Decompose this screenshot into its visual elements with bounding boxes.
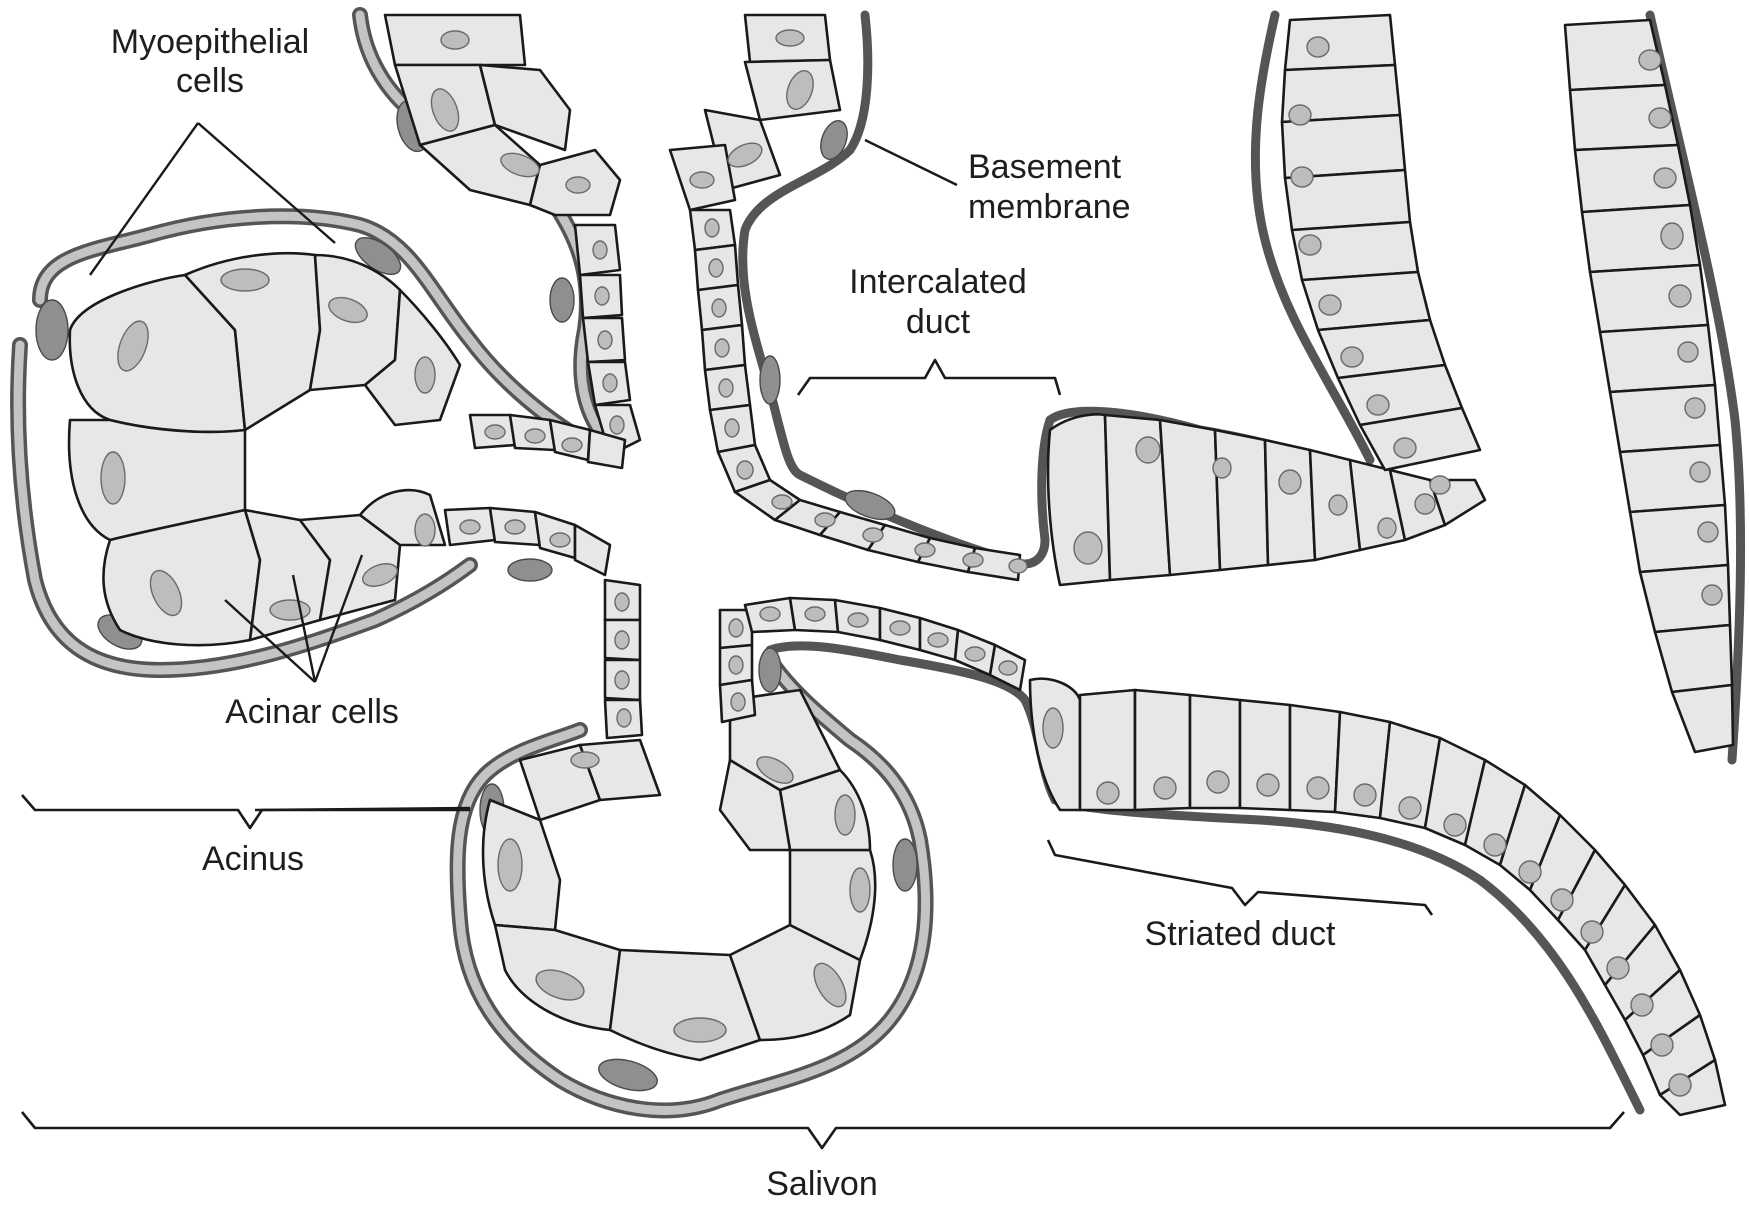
acinus-brace bbox=[22, 795, 470, 828]
label-myoepithelial-line2: cells bbox=[176, 62, 244, 100]
label-basement-line1: Basement bbox=[968, 148, 1122, 186]
left-acinus bbox=[69, 253, 460, 645]
striated-brace bbox=[1048, 840, 1432, 915]
label-intercalated-line2: duct bbox=[906, 303, 971, 341]
salivon-brace bbox=[22, 1112, 1624, 1148]
label-intercalated-line1: Intercalated bbox=[849, 263, 1027, 301]
label-acinar-cells: Acinar cells bbox=[225, 693, 399, 731]
label-salivon: Salivon bbox=[766, 1165, 878, 1203]
far-right-duct-cells bbox=[1565, 20, 1733, 752]
intercalated-brace bbox=[798, 360, 1060, 395]
myoepithelial-leader-left bbox=[90, 123, 198, 275]
label-acinus: Acinus bbox=[202, 840, 304, 878]
label-striated-duct: Striated duct bbox=[1145, 915, 1336, 953]
right-duct-cells bbox=[1282, 15, 1480, 470]
basement-leader bbox=[865, 140, 957, 185]
label-myoepithelial-line1: Myoepithelial bbox=[111, 23, 309, 61]
lower-striated-cells bbox=[1030, 679, 1725, 1115]
label-basement-line2: membrane bbox=[968, 188, 1131, 226]
